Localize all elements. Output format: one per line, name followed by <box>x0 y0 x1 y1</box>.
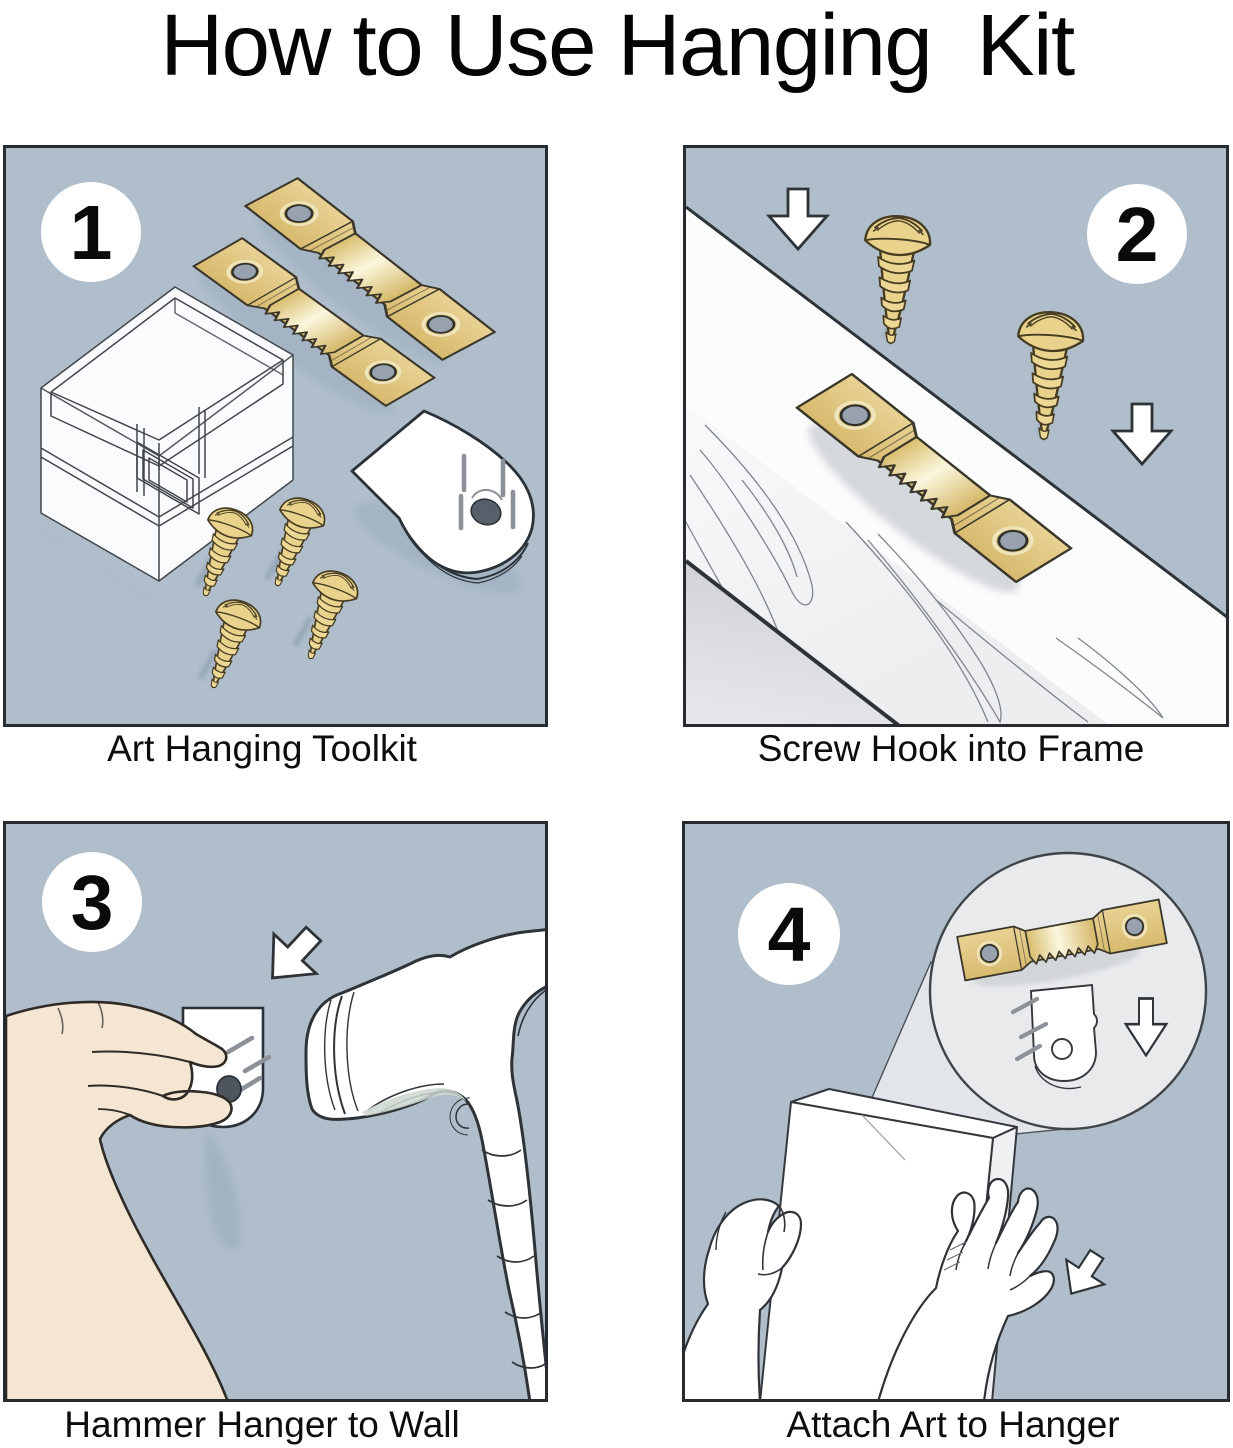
svg-text:1: 1 <box>70 190 113 276</box>
svg-text:2: 2 <box>1116 192 1159 278</box>
svg-text:Screw Hook into Frame: Screw Hook into Frame <box>758 728 1145 769</box>
svg-text:Attach Art to Hanger: Attach Art to Hanger <box>786 1404 1119 1445</box>
svg-text:4: 4 <box>768 892 811 978</box>
svg-text:How to Use Hanging Kit: How to Use Hanging Kit <box>160 0 1075 94</box>
svg-text:Art Hanging Toolkit: Art Hanging Toolkit <box>107 728 418 769</box>
svg-text:Hammer Hanger to Wall: Hammer Hanger to Wall <box>64 1404 459 1445</box>
svg-text:3: 3 <box>71 860 114 946</box>
